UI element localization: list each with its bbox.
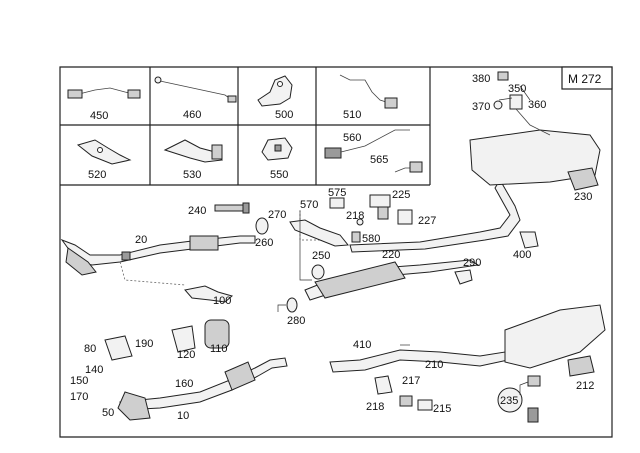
label-212: 212 bbox=[576, 380, 594, 392]
label-240: 240 bbox=[188, 205, 206, 217]
label-260: 260 bbox=[255, 237, 273, 249]
label-218-upper: 218 bbox=[346, 210, 364, 222]
label-500: 500 bbox=[275, 109, 293, 121]
diagram-frame bbox=[59, 66, 613, 438]
label-560: 560 bbox=[343, 132, 361, 144]
label-235: 235 bbox=[500, 395, 518, 407]
inset-part-460 bbox=[154, 76, 237, 103]
label-218-lower: 218 bbox=[366, 401, 384, 413]
label-270: 270 bbox=[268, 209, 286, 221]
rear-muffler-212 bbox=[504, 304, 606, 377]
label-575: 575 bbox=[328, 187, 346, 199]
inset-part-530 bbox=[163, 139, 224, 163]
bolt-240 bbox=[214, 202, 250, 214]
label-160: 160 bbox=[175, 378, 193, 390]
inset-part-550 bbox=[261, 137, 293, 161]
label-530: 530 bbox=[183, 169, 201, 181]
label-150: 150 bbox=[70, 375, 88, 387]
hanger-350-360 bbox=[493, 71, 551, 136]
model-code: M 272 bbox=[568, 72, 602, 86]
label-250: 250 bbox=[312, 250, 330, 262]
label-550: 550 bbox=[270, 169, 288, 181]
label-227: 227 bbox=[418, 215, 436, 227]
label-380: 380 bbox=[472, 73, 490, 85]
label-360: 360 bbox=[528, 99, 546, 111]
rings-250-280-290 bbox=[286, 264, 473, 313]
hangers-upper-mid bbox=[329, 194, 413, 243]
label-410: 410 bbox=[353, 339, 371, 351]
label-120: 120 bbox=[177, 349, 195, 361]
front-pipe-20 bbox=[60, 235, 256, 276]
label-220: 220 bbox=[382, 249, 400, 261]
rear-muffler-230 bbox=[469, 129, 601, 191]
label-100: 100 bbox=[213, 295, 231, 307]
part-labels: 380 350 370 360 230 575 225 570 270 218 … bbox=[70, 73, 594, 422]
middle-pipe-220 bbox=[304, 259, 480, 301]
inset-part-450 bbox=[67, 87, 141, 99]
hangers-lower bbox=[374, 375, 433, 411]
inset-part-510 bbox=[339, 74, 398, 109]
label-215: 215 bbox=[433, 403, 451, 415]
label-280: 280 bbox=[287, 315, 305, 327]
model-code-box: M 272 bbox=[561, 66, 613, 90]
label-580: 580 bbox=[362, 233, 380, 245]
label-370: 370 bbox=[472, 101, 490, 113]
inset-part-560-565 bbox=[324, 129, 423, 173]
label-570: 570 bbox=[300, 199, 318, 211]
label-230: 230 bbox=[574, 191, 592, 203]
inset-part-500 bbox=[257, 75, 293, 107]
heat-shield-120-110 bbox=[171, 319, 230, 353]
hanger-235 bbox=[497, 375, 541, 423]
bracket-570 bbox=[289, 219, 349, 247]
bracket-100 bbox=[184, 285, 234, 303]
label-450: 450 bbox=[90, 110, 108, 122]
label-170: 170 bbox=[70, 391, 88, 403]
label-565: 565 bbox=[370, 154, 388, 166]
label-80: 80 bbox=[84, 343, 96, 355]
clamp-260 bbox=[255, 217, 269, 235]
rear-pipe-210 bbox=[329, 349, 509, 373]
inset-labels: 450 460 500 510 520 530 550 560 565 bbox=[88, 109, 388, 181]
rear-pipe-upper bbox=[349, 179, 521, 253]
bracket-190-80 bbox=[104, 335, 133, 361]
label-510: 510 bbox=[343, 109, 361, 121]
label-225: 225 bbox=[392, 189, 410, 201]
label-400: 400 bbox=[513, 249, 531, 261]
label-520: 520 bbox=[88, 169, 106, 181]
label-210: 210 bbox=[425, 359, 443, 371]
label-190: 190 bbox=[135, 338, 153, 350]
label-460: 460 bbox=[183, 109, 201, 121]
label-217: 217 bbox=[402, 375, 420, 387]
label-50: 50 bbox=[102, 407, 114, 419]
label-20: 20 bbox=[135, 234, 147, 246]
leader-lines bbox=[277, 85, 531, 395]
inset-grid bbox=[60, 67, 431, 186]
label-140: 140 bbox=[85, 364, 103, 376]
label-110: 110 bbox=[210, 343, 228, 355]
front-pipe-10 bbox=[117, 357, 288, 421]
label-10: 10 bbox=[177, 410, 189, 422]
bracket-400 bbox=[519, 231, 539, 249]
label-350: 350 bbox=[508, 83, 526, 95]
inset-part-520 bbox=[76, 139, 132, 165]
label-290: 290 bbox=[463, 257, 481, 269]
